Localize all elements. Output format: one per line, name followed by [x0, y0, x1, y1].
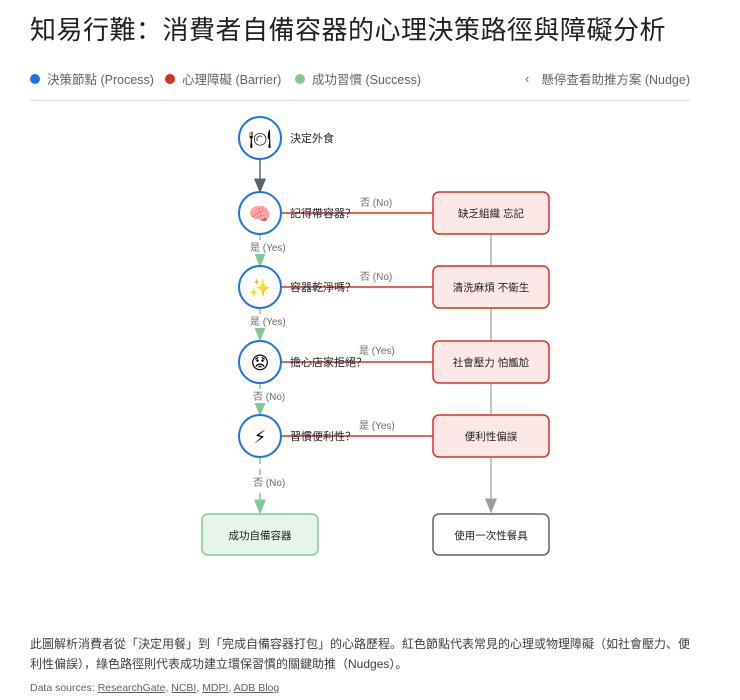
barrier-label: 缺乏組織 忘記 — [458, 207, 524, 220]
fallback-label: 使用一次性餐具 — [454, 529, 528, 542]
flow-label: 否 (No) — [253, 477, 285, 489]
brain-icon: 🧠 — [249, 204, 271, 224]
nudge-toggle[interactable]: ‹ 懸停查看助推方案 (Nudge) — [525, 69, 690, 88]
node-label: 容器乾淨嗎？ — [290, 280, 356, 294]
legend: 決策節點 (Process) 心理障礙 (Barrier) 成功習慣 (Succ… — [30, 69, 690, 89]
fallback-node[interactable]: 使用一次性餐具 — [432, 513, 550, 556]
utensils-plate-icon: 🍽 — [249, 129, 272, 149]
source-link-mdpi[interactable]: MDPI — [202, 682, 229, 694]
flow-label: 否 (No) — [253, 391, 285, 403]
barrier-forget[interactable]: 缺乏組織 忘記 — [432, 191, 550, 235]
barrier-label: 社會壓力 怕尷尬 — [453, 356, 530, 369]
barrier-social[interactable]: 社會壓力 怕尷尬 — [432, 340, 550, 384]
process-dot-icon — [30, 73, 40, 84]
page-title: 知易行難：消費者自備容器的心理決策路徑與障礙分析 — [30, 15, 667, 45]
node-label: 記得帶容器？ — [290, 206, 356, 220]
source-link-researchgate[interactable]: ResearchGate — [97, 682, 166, 694]
barrier-bias[interactable]: 便利性偏誤 — [432, 414, 550, 458]
sources-prefix: Data sources: — [30, 682, 98, 694]
caption: 此圖解析消費者從「決定用餐」到「完成自備容器打包」的心路歷程。紅色節點代表常見的… — [30, 637, 691, 671]
legend-label: 心理障礙 (Barrier) — [182, 73, 282, 87]
barrier-dot-icon — [165, 73, 175, 84]
success-dot-icon — [295, 73, 305, 84]
flow-label: 是 (Yes) — [250, 242, 286, 254]
barrier-edge-label: 是 (Yes) — [359, 420, 395, 432]
legend-item-success: 成功習慣 (Success) — [295, 69, 421, 88]
legend-label: 成功習慣 (Success) — [312, 73, 422, 87]
worried-face-icon: 😟 — [251, 353, 270, 373]
node-decide[interactable]: 🍽 決定外食 — [238, 116, 334, 160]
decision-flow-diagram: 是 (Yes) 是 (Yes) 否 (No) 否 (No) 否 (No) 否 (… — [201, 116, 550, 556]
node-remember[interactable]: 🧠 記得帶容器？ — [238, 191, 356, 235]
flow-label: 是 (Yes) — [250, 316, 286, 328]
node-worry[interactable]: 😟 擔心店家拒絕？ — [238, 340, 367, 384]
barrier-label: 清洗麻煩 不衛生 — [453, 281, 529, 294]
node-clean[interactable]: ✨ 容器乾淨嗎？ — [238, 265, 356, 309]
legend-label: 決策節點 (Process) — [47, 73, 154, 87]
legend-item-barrier: 心理障礙 (Barrier) — [165, 69, 281, 88]
node-habit[interactable]: ⚡ 習慣便利性？ — [238, 414, 356, 458]
barrier-label: 便利性偏誤 — [465, 430, 518, 443]
lightning-icon: ⚡ — [254, 427, 267, 447]
data-sources: Data sources: ResearchGate, NCBI, MDPI, … — [30, 682, 280, 694]
node-label: 決定外食 — [290, 131, 334, 145]
barrier-edge-label: 是 (Yes) — [359, 345, 395, 357]
source-link-adb-blog[interactable]: ADB Blog — [233, 682, 280, 694]
nudge-label: 懸停查看助推方案 (Nudge) — [541, 73, 690, 87]
node-label: 習慣便利性？ — [290, 429, 356, 443]
barrier-edge-label: 否 (No) — [360, 271, 392, 283]
source-link-ncbi[interactable]: NCBI — [171, 682, 197, 694]
chevron-left-icon: ‹ — [525, 71, 530, 86]
success-label: 成功自備容器 — [229, 529, 292, 542]
barrier-edge-label: 否 (No) — [360, 197, 392, 209]
barrier-hassle[interactable]: 清洗麻煩 不衛生 — [432, 265, 550, 309]
divider — [30, 100, 690, 101]
node-label: 擔心店家拒絕？ — [290, 355, 367, 369]
success-node[interactable]: 成功自備容器 — [201, 513, 319, 556]
sparkles-icon: ✨ — [249, 278, 271, 298]
legend-item-process: 決策節點 (Process) — [30, 69, 154, 88]
